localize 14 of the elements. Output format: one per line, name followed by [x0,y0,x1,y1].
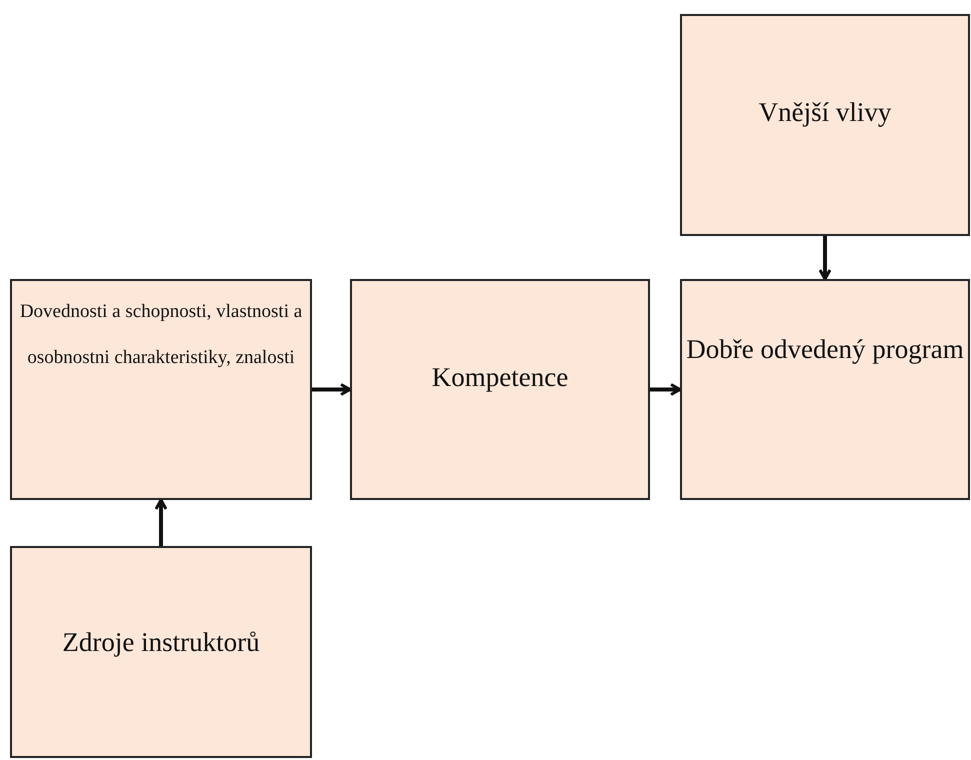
arrow [154,498,168,546]
arrow [312,383,352,396]
process-box [680,14,970,236]
process-box [10,279,312,500]
box-label: Dobře odvedený program [686,333,964,366]
process-box [350,279,650,500]
process-box [680,279,970,500]
arrow [818,236,832,280]
process-box [10,546,312,758]
box-label: Kompetence [432,361,568,394]
box-label: Zdroje instruktorů [62,626,260,659]
arrow [650,383,682,396]
box-label: Vnější vlivy [758,96,892,129]
box-label: Dovednosti a schopnosti, vlastnosti a osobnostni charakteristiky, znalosti [18,300,304,370]
